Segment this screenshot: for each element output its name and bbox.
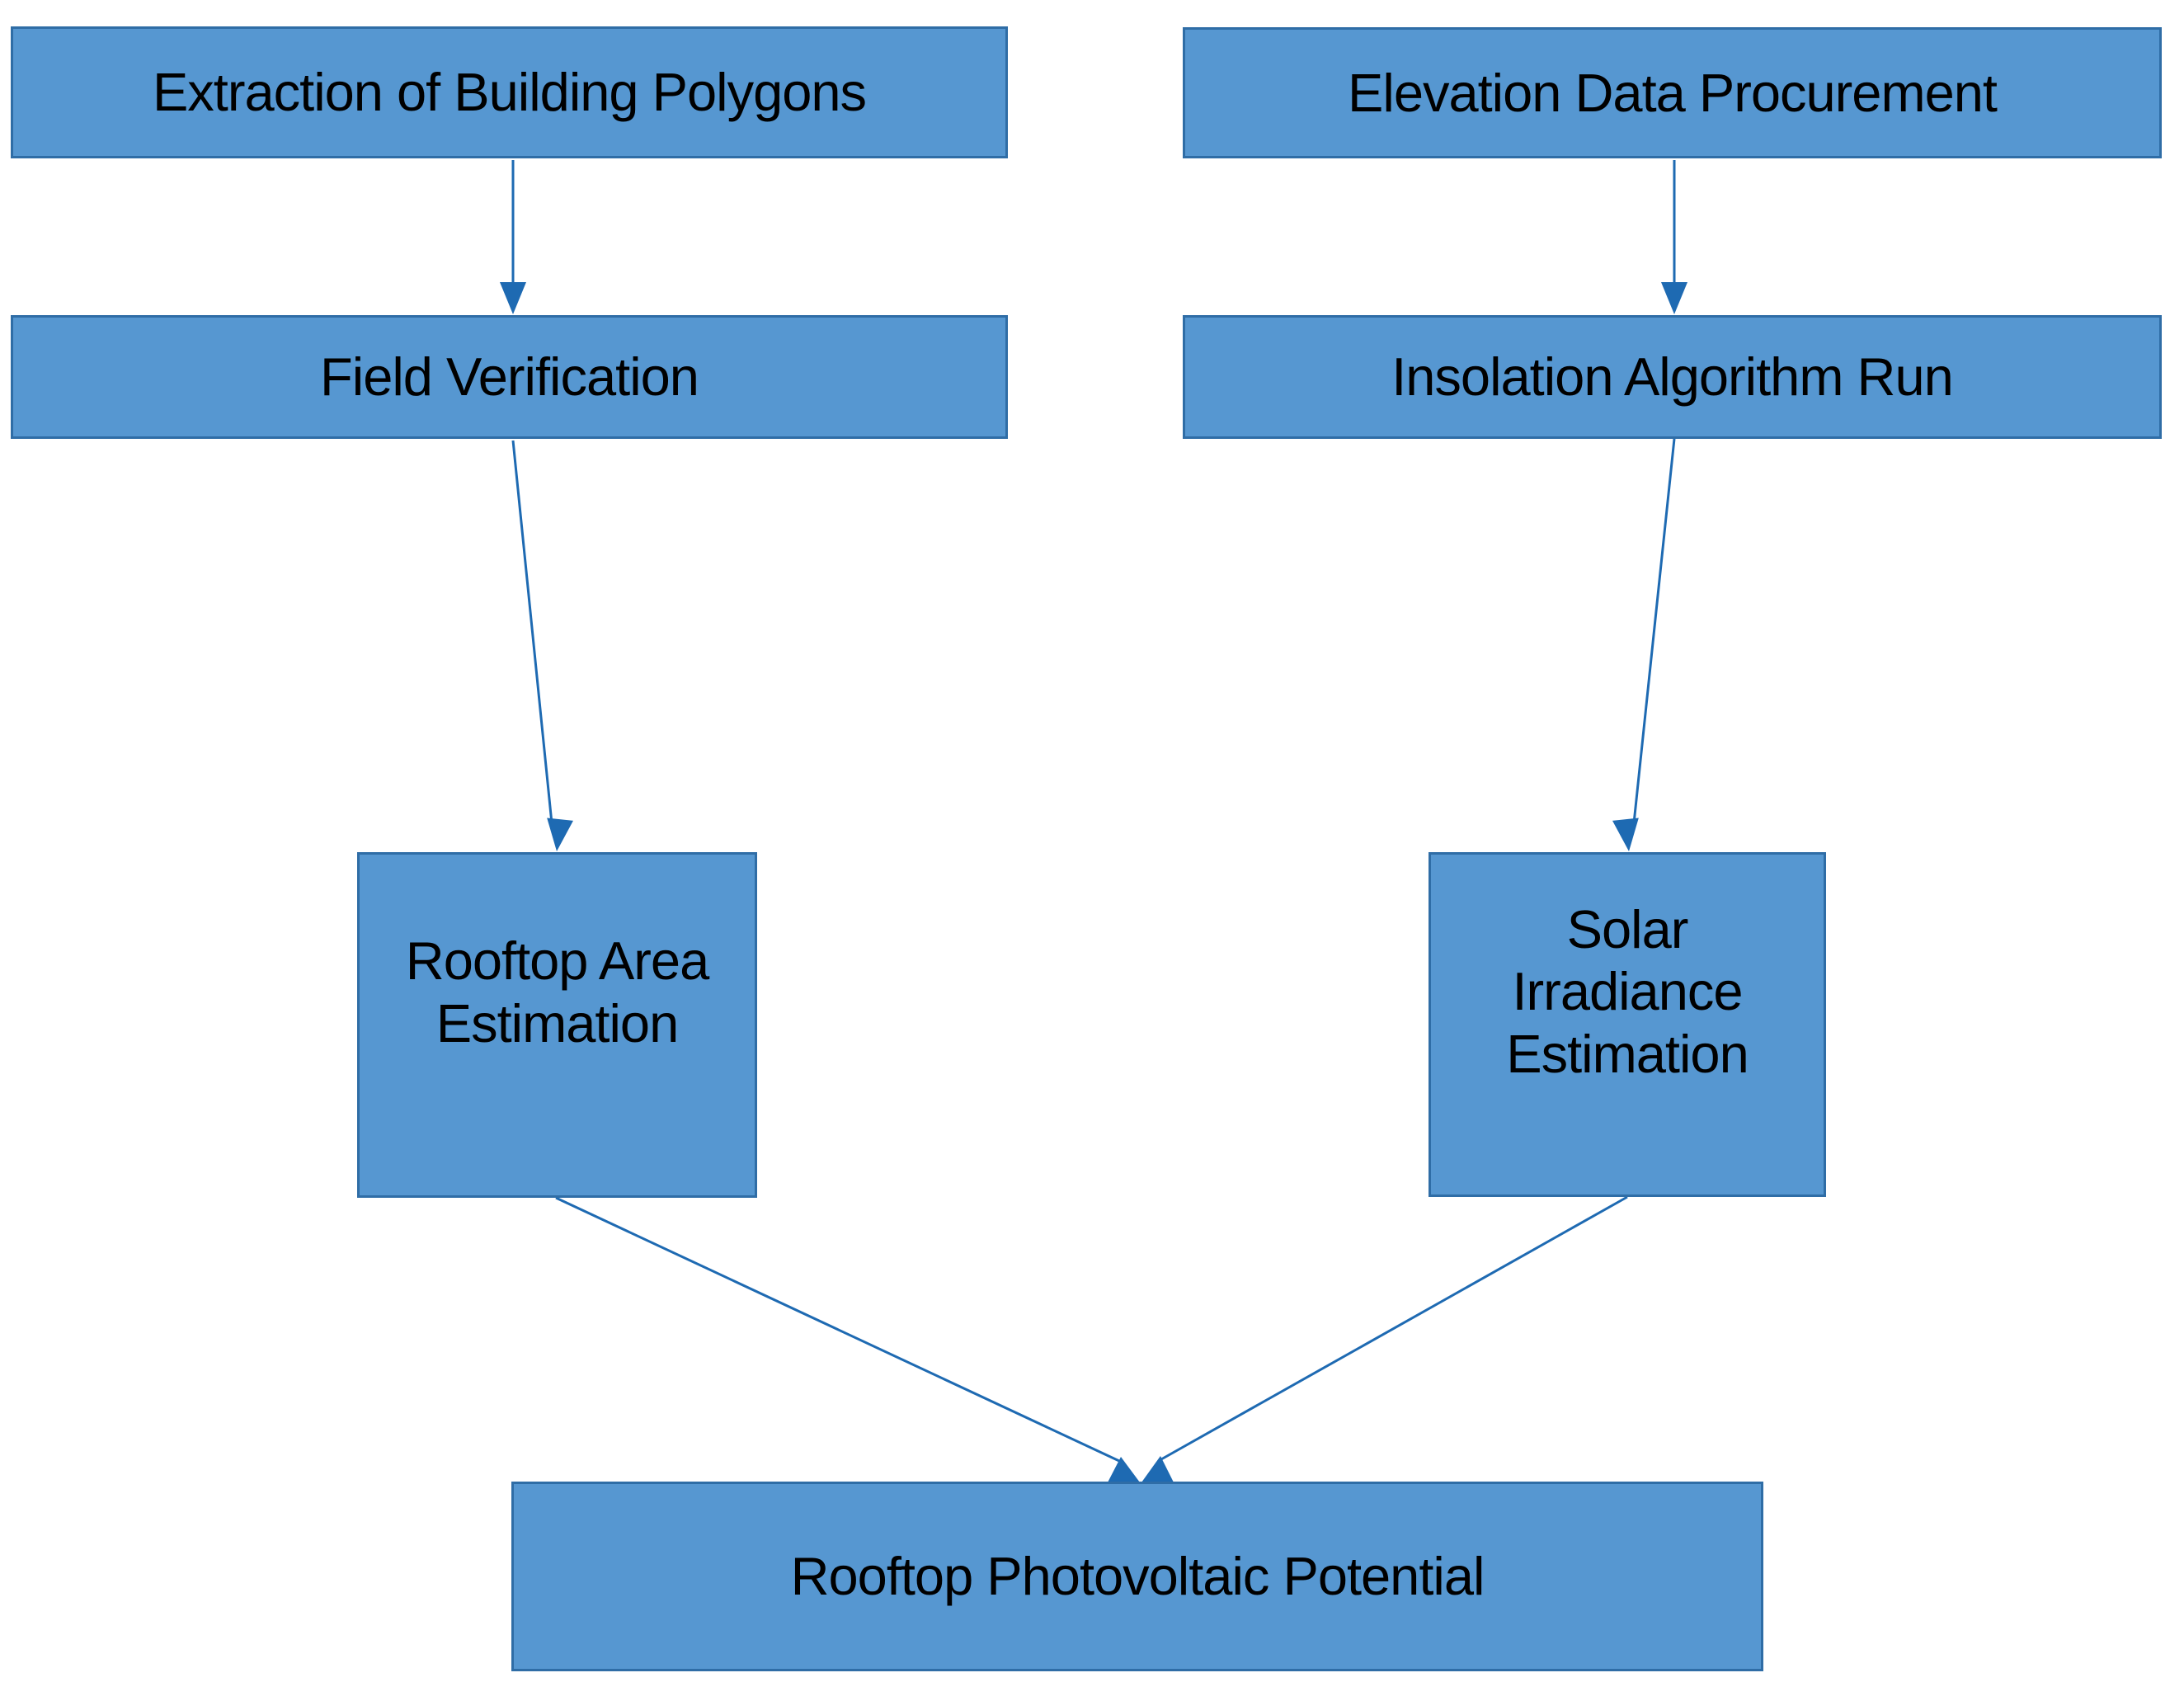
node-extraction-of-building-polygons: Extraction of Building Polygons bbox=[11, 26, 1008, 158]
node-label: Extraction of Building Polygons bbox=[152, 62, 867, 123]
node-solar-irradiance-estimation: Solar Irradiance Estimation bbox=[1429, 852, 1826, 1197]
arrow-insolation-to-solar-head bbox=[1612, 818, 1639, 851]
arrow-elevation-to-insolation-head bbox=[1661, 282, 1687, 314]
node-label: Solar Irradiance Estimation bbox=[1506, 898, 1749, 1084]
arrow-rooftop-area-to-potential-line bbox=[555, 1196, 1120, 1463]
arrow-field-to-rooftop-area-head bbox=[547, 818, 573, 851]
node-label: Rooftop Area Estimation bbox=[405, 931, 709, 1053]
arrow-extraction-to-field-head bbox=[500, 282, 526, 314]
node-rooftop-photovoltaic-potential: Rooftop Photovoltaic Potential bbox=[511, 1482, 1763, 1671]
node-elevation-data-procurement: Elevation Data Procurement bbox=[1183, 27, 2162, 158]
arrow-field-to-rooftop-area-line bbox=[511, 440, 553, 824]
node-insolation-algorithm-run: Insolation Algorithm Run bbox=[1183, 315, 2162, 439]
arrow-rooftop-area-to-potential-head bbox=[1108, 1457, 1140, 1482]
node-rooftop-area-estimation: Rooftop Area Estimation bbox=[357, 852, 757, 1198]
node-field-verification: Field Verification bbox=[11, 315, 1008, 439]
node-label: Field Verification bbox=[320, 346, 699, 408]
arrow-solar-to-potential-line bbox=[1160, 1195, 1628, 1461]
arrow-solar-to-potential-head bbox=[1141, 1456, 1174, 1482]
node-label: Insolation Algorithm Run bbox=[1391, 346, 1954, 408]
arrow-insolation-to-solar-line bbox=[1632, 438, 1676, 824]
node-label: Rooftop Photovoltaic Potential bbox=[790, 1546, 1485, 1607]
node-label: Elevation Data Procurement bbox=[1348, 62, 1998, 123]
